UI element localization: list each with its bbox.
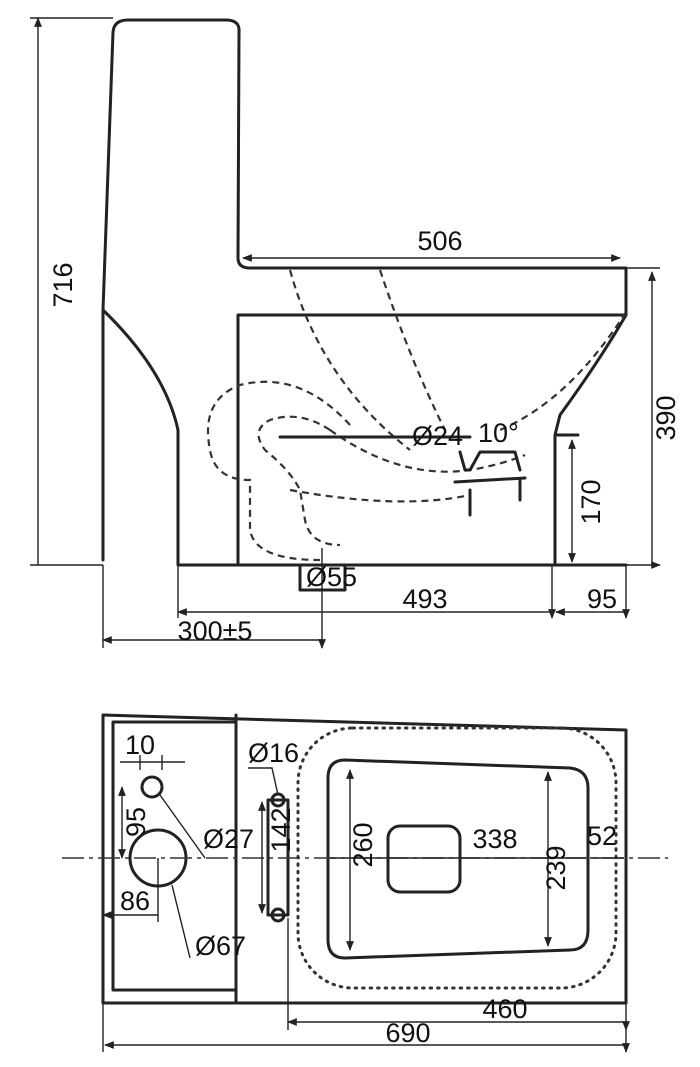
tank-outline: [101, 18, 628, 567]
bolt-hole-bottom: [270, 907, 286, 923]
dim-300-line: [103, 548, 322, 648]
label-86: 86: [120, 886, 150, 916]
outlet-square: [386, 824, 462, 894]
side-view: 716 506 390 170 Ø24 10° Ø55 493 95 300±5: [30, 18, 681, 648]
label-506: 506: [417, 226, 462, 256]
label-95-side: 95: [587, 584, 617, 614]
dim-390-line: [626, 268, 660, 565]
label-460: 460: [482, 994, 527, 1024]
tank-top: [111, 713, 238, 1005]
leader-16: [248, 767, 279, 796]
dim-690-line: [103, 1003, 626, 1052]
label-390: 390: [651, 395, 681, 440]
inlet-pipe: [278, 435, 527, 517]
dim-10-line: [120, 755, 185, 770]
label-300: 300±5: [178, 616, 253, 646]
label-690: 690: [385, 1018, 430, 1048]
leader-27: [159, 794, 206, 859]
leader-67: [171, 884, 191, 959]
label-95-top: 95: [121, 807, 151, 837]
label-170: 170: [576, 479, 606, 524]
label-239: 239: [541, 845, 571, 890]
label-hole-large: Ø67: [195, 931, 246, 961]
dim-95-line: [556, 565, 626, 618]
label-493: 493: [402, 584, 447, 614]
label-inlet-diameter: Ø24: [412, 421, 463, 451]
inner-bowl: [326, 758, 590, 960]
base-outline: [236, 313, 628, 567]
bolt-slot: [266, 798, 290, 917]
dim-493-line: [178, 565, 552, 618]
top-view: 10 95 Ø27 86 Ø67 Ø16 142 260 338 239 52 …: [62, 713, 668, 1052]
label-10: 10: [125, 730, 155, 760]
label-inlet-angle: 10°: [478, 418, 519, 448]
label-716: 716: [48, 262, 78, 307]
dim-86-line: [103, 858, 159, 922]
dim-716-line: [30, 18, 113, 566]
label-142: 142: [266, 807, 296, 852]
label-52: 52: [587, 821, 617, 851]
label-hole-small: Ø27: [203, 824, 254, 854]
label-bolt-diameter: Ø16: [248, 738, 299, 768]
trapway-hidden: [206, 269, 627, 562]
label-outlet-diameter: Ø55: [306, 562, 357, 592]
dim-460-line: [288, 918, 626, 1030]
label-338: 338: [472, 824, 517, 854]
hole-small: [140, 775, 164, 799]
label-260: 260: [348, 822, 378, 867]
